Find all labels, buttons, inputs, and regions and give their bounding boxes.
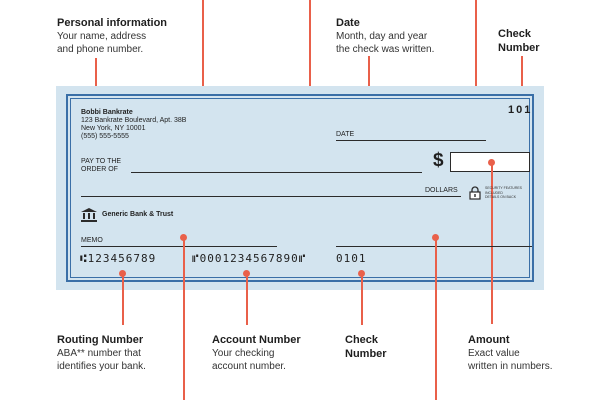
amount-desc-line1: Exact value — [468, 348, 520, 359]
check-number-top-title2: Number — [498, 42, 540, 54]
bank-building-icon — [81, 208, 97, 227]
micr-check-number: 0101 — [336, 252, 367, 265]
routing-desc-line2: identifies your bank. — [57, 361, 146, 372]
routing-callout: Routing Number ABA** number that identif… — [57, 333, 146, 373]
check-number-bottom-callout: Check Number — [345, 333, 387, 361]
account-desc: Your checking account number. — [212, 347, 301, 373]
pay-to-line1: PAY TO THE — [81, 158, 122, 165]
routing-connector — [122, 273, 124, 325]
micr-routing: ⑆123456789 — [80, 252, 157, 265]
account-desc-line1: Your checking — [212, 348, 275, 359]
check-number-bottom-title2: Number — [345, 348, 387, 360]
date-callout: Date Month, day and year the check was w… — [336, 16, 434, 56]
account-callout: Account Number Your checking account num… — [212, 333, 301, 373]
payee-connector — [202, 0, 204, 156]
bank-name: Generic Bank & Trust — [102, 211, 174, 218]
owner-phone: (555) 555-5555 — [81, 133, 129, 140]
amount-dot — [488, 159, 495, 166]
personal-info-desc-line2: and phone number. — [57, 44, 144, 55]
account-desc-line2: account number. — [212, 361, 286, 372]
personal-info-callout: Personal information Your name, address … — [57, 16, 167, 56]
memo-connector — [183, 237, 185, 400]
written-amount-line — [81, 196, 461, 197]
date-line — [336, 140, 486, 141]
micr-account: ⑈0001234567890⑈ — [192, 252, 307, 265]
security-note-line2: INCLUDED — [485, 190, 503, 195]
memo-line — [81, 246, 277, 247]
check-number-top-title1: Check — [498, 28, 532, 40]
routing-title: Routing Number — [57, 334, 144, 346]
padlock-icon — [469, 186, 481, 205]
check-number-top-callout: Check Number — [498, 27, 540, 55]
personal-info-desc: Your name, address and phone number. — [57, 30, 167, 56]
routing-desc: ABA** number that identifies your bank. — [57, 347, 146, 373]
check-number-bottom-connector — [361, 273, 363, 325]
personal-info-desc-line1: Your name, address — [57, 31, 147, 42]
security-note: SECURITY FEATURES INCLUDED DETAILS ON BA… — [485, 186, 522, 200]
owner-address1: 123 Bankrate Boulevard, Apt. 38B — [81, 117, 187, 124]
account-connector — [246, 273, 248, 325]
account-title: Account Number — [212, 334, 301, 346]
check-owner-block: Bobbi Bankrate 123 Bankrate Boulevard, A… — [81, 108, 186, 141]
check-border — [66, 94, 534, 282]
check-number-bottom-title1: Check — [345, 334, 379, 346]
security-note-line3: DETAILS ON BACK — [485, 195, 517, 199]
payee-line — [131, 172, 422, 173]
amount-desc: Exact value written in numbers. — [468, 347, 552, 373]
signature-line — [336, 246, 532, 247]
owner-name: Bobbi Bankrate — [81, 109, 133, 116]
personal-info-connector — [95, 58, 97, 100]
date-label: DATE — [336, 131, 355, 138]
date-title: Date — [336, 17, 360, 29]
date-desc: Month, day and year the check was writte… — [336, 30, 434, 56]
date-desc-line2: the check was written. — [336, 44, 435, 55]
signature-connector — [435, 237, 437, 400]
check-number-top-connector — [521, 56, 523, 100]
personal-info-title: Personal information — [57, 17, 168, 29]
owner-address2: New York, NY 10001 — [81, 125, 146, 132]
dollar-sign: $ — [433, 150, 444, 171]
pay-to-line2: ORDER OF — [81, 166, 118, 173]
security-note-line1: SECURITY FEATURES — [485, 186, 523, 190]
check-background — [56, 86, 544, 290]
date-desc-line1: Month, day and year — [336, 31, 428, 42]
amount-callout: Amount Exact value written in numbers. — [468, 333, 552, 373]
memo-label: MEMO — [81, 237, 103, 244]
amount-desc-line2: written in numbers. — [468, 361, 553, 372]
pay-to-label: PAY TO THE ORDER OF — [81, 158, 121, 174]
amount-title: Amount — [468, 334, 510, 346]
dollars-label: DOLLARS — [425, 187, 458, 194]
routing-desc-line1: ABA** number that — [57, 348, 141, 359]
amount-connector — [491, 162, 493, 324]
check-number: 101 — [508, 104, 533, 116]
